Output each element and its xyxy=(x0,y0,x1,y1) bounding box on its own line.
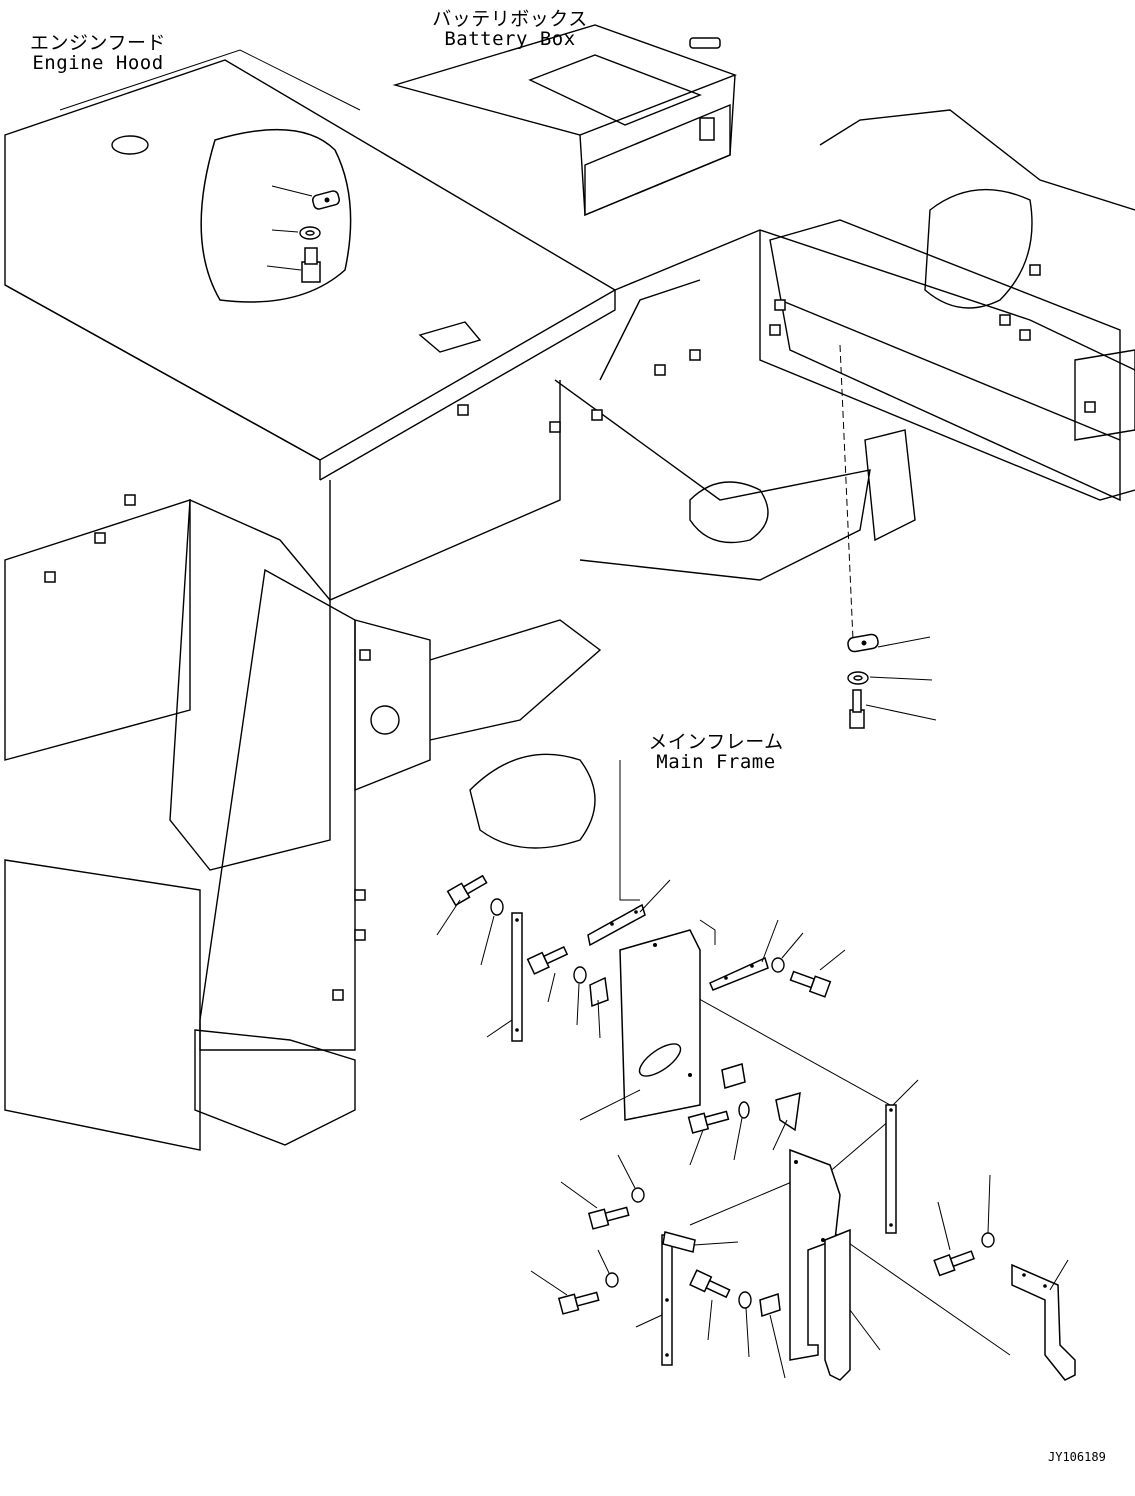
plate-strip-top xyxy=(587,879,671,947)
plate-strip-right xyxy=(709,919,779,991)
main-frame-label-jp: メインフレーム xyxy=(648,731,784,753)
bolts xyxy=(436,874,975,1341)
bracket-tall xyxy=(789,1148,881,1381)
frame-ground-terminal xyxy=(839,344,931,653)
main-frame-label-en: Main Frame xyxy=(656,750,776,773)
hood-washer xyxy=(271,226,321,240)
angle-bracket-right xyxy=(1011,1259,1076,1381)
frame-bolt xyxy=(849,689,937,729)
engine-hood-label-en: Engine Hood xyxy=(32,51,164,74)
battery-box-label-en: Battery Box xyxy=(444,27,576,50)
small-clip-b xyxy=(721,1063,746,1089)
frame-bolt-marks xyxy=(44,264,1096,1001)
small-clip-lower xyxy=(759,1292,786,1379)
strap-lower xyxy=(635,1231,739,1366)
washers xyxy=(480,898,995,1358)
battery-box-label-jp: バッテリボックス xyxy=(432,8,588,30)
frame-washer xyxy=(847,671,933,685)
strap-right-vertical xyxy=(885,1079,919,1234)
main-frame-structure xyxy=(4,109,1135,1151)
drawing-code: JY106189 xyxy=(1048,1450,1106,1464)
hood-bolt xyxy=(266,247,321,283)
small-clip-a xyxy=(589,976,609,1039)
small-angle-clip xyxy=(772,1091,801,1151)
hood-ground-terminal xyxy=(271,185,340,210)
main-frame-label: メインフレーム Main Frame xyxy=(636,731,796,773)
battery-box-shape xyxy=(392,24,738,217)
engine-hood-label-jp: エンジンフード xyxy=(30,32,166,54)
plate-main xyxy=(579,929,701,1121)
battery-box-label: バッテリボックス Battery Box xyxy=(420,8,600,50)
strap-left xyxy=(486,912,523,1042)
engine-hood-label: エンジンフード Engine Hood xyxy=(18,32,178,74)
